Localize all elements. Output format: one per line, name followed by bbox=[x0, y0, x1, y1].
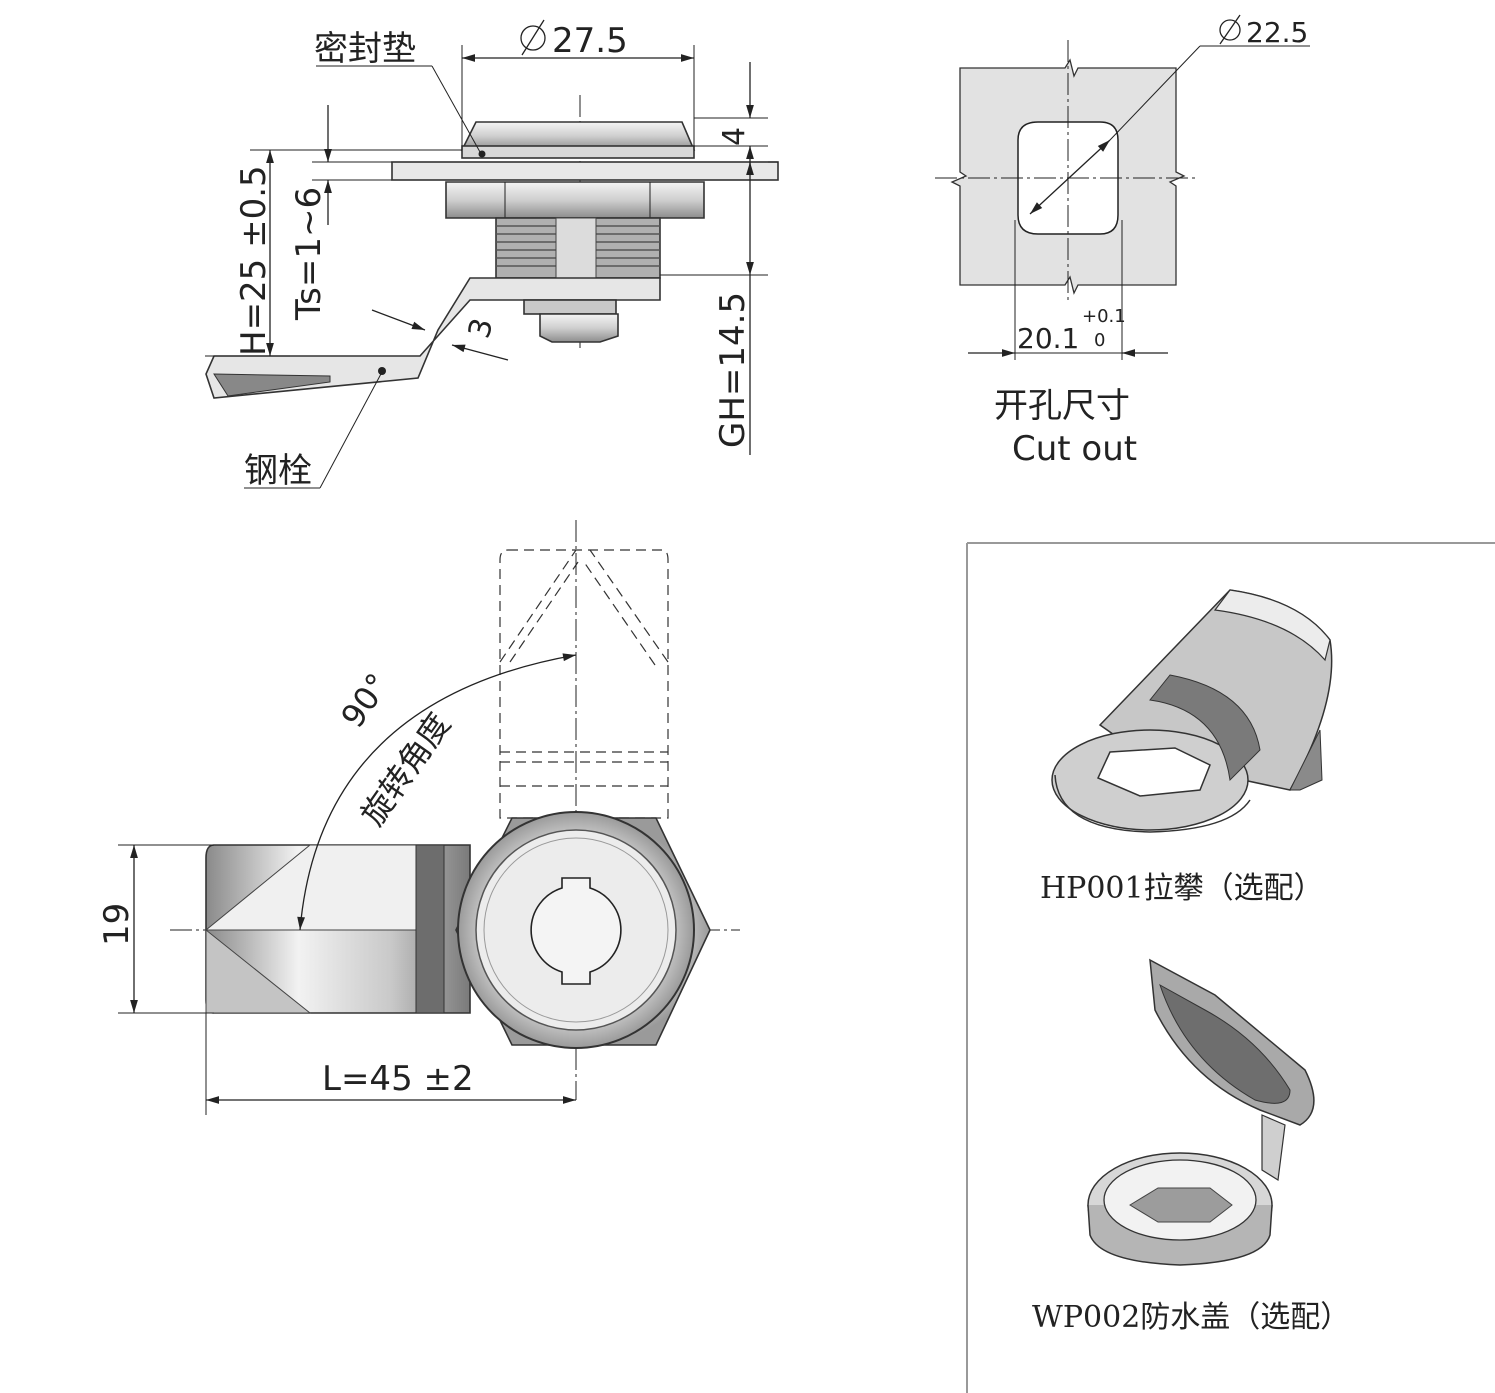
screw-head bbox=[539, 313, 619, 343]
wp002-waterproof-cover bbox=[1087, 958, 1315, 1266]
dim-3: 3 bbox=[462, 315, 501, 343]
dim-Ts: Ts=1~6 bbox=[289, 187, 329, 321]
seal-marker-dot bbox=[478, 150, 486, 158]
hex-nut bbox=[445, 181, 705, 219]
wp002-label: WP002防水盖（选配） bbox=[1032, 1300, 1350, 1335]
tolerance-lower: 0 bbox=[1094, 330, 1105, 351]
seal-gasket bbox=[461, 145, 695, 159]
mounting-panel bbox=[391, 161, 779, 181]
rotation-arc bbox=[297, 653, 577, 931]
dim-4: 4 bbox=[717, 127, 752, 146]
dim-19: 19 bbox=[97, 903, 137, 946]
accessories-panel: HP001拉攀（选配） WP002防水盖（选配） bbox=[966, 542, 1495, 1393]
dim-GH: GH=14.5 bbox=[713, 292, 753, 448]
side-view: 27.5 密封垫 4 GH=14.5 H=25 ±0.5 Ts=1~6 3 bbox=[205, 19, 779, 491]
bolt-marker-dot bbox=[378, 367, 386, 375]
seal-gasket-label: 密封垫 bbox=[314, 29, 416, 69]
tolerance-upper: +0.1 bbox=[1082, 306, 1126, 327]
hp001-pull-handle bbox=[1051, 589, 1333, 833]
steel-bolt-label: 钢栓 bbox=[244, 451, 312, 491]
dim-H: H=25 ±0.5 bbox=[234, 165, 274, 356]
dim-diameter-27-5: 27.5 bbox=[552, 21, 628, 61]
dia-symbol-outer bbox=[520, 19, 546, 56]
cutout-title-en: Cut out bbox=[1012, 429, 1137, 469]
dia-symbol-cutout bbox=[1219, 14, 1241, 45]
cutout-view: 22.5 20.1 +0.1 0 开孔尺寸 Cut out bbox=[935, 14, 1310, 469]
cam-rotated-outline bbox=[499, 549, 669, 819]
hp001-label: HP001拉攀（选配） bbox=[1040, 871, 1324, 906]
dim-width-20-1: 20.1 bbox=[1017, 322, 1079, 355]
washer bbox=[523, 299, 617, 315]
angle-90: 90° bbox=[333, 666, 397, 734]
dim-L: L=45 ±2 bbox=[322, 1059, 474, 1099]
cutout-title-cn: 开孔尺寸 bbox=[994, 386, 1130, 426]
front-view: 90° 旋转角度 19 L=45 ±2 bbox=[97, 520, 740, 1115]
dim-diameter-22-5: 22.5 bbox=[1246, 16, 1308, 49]
